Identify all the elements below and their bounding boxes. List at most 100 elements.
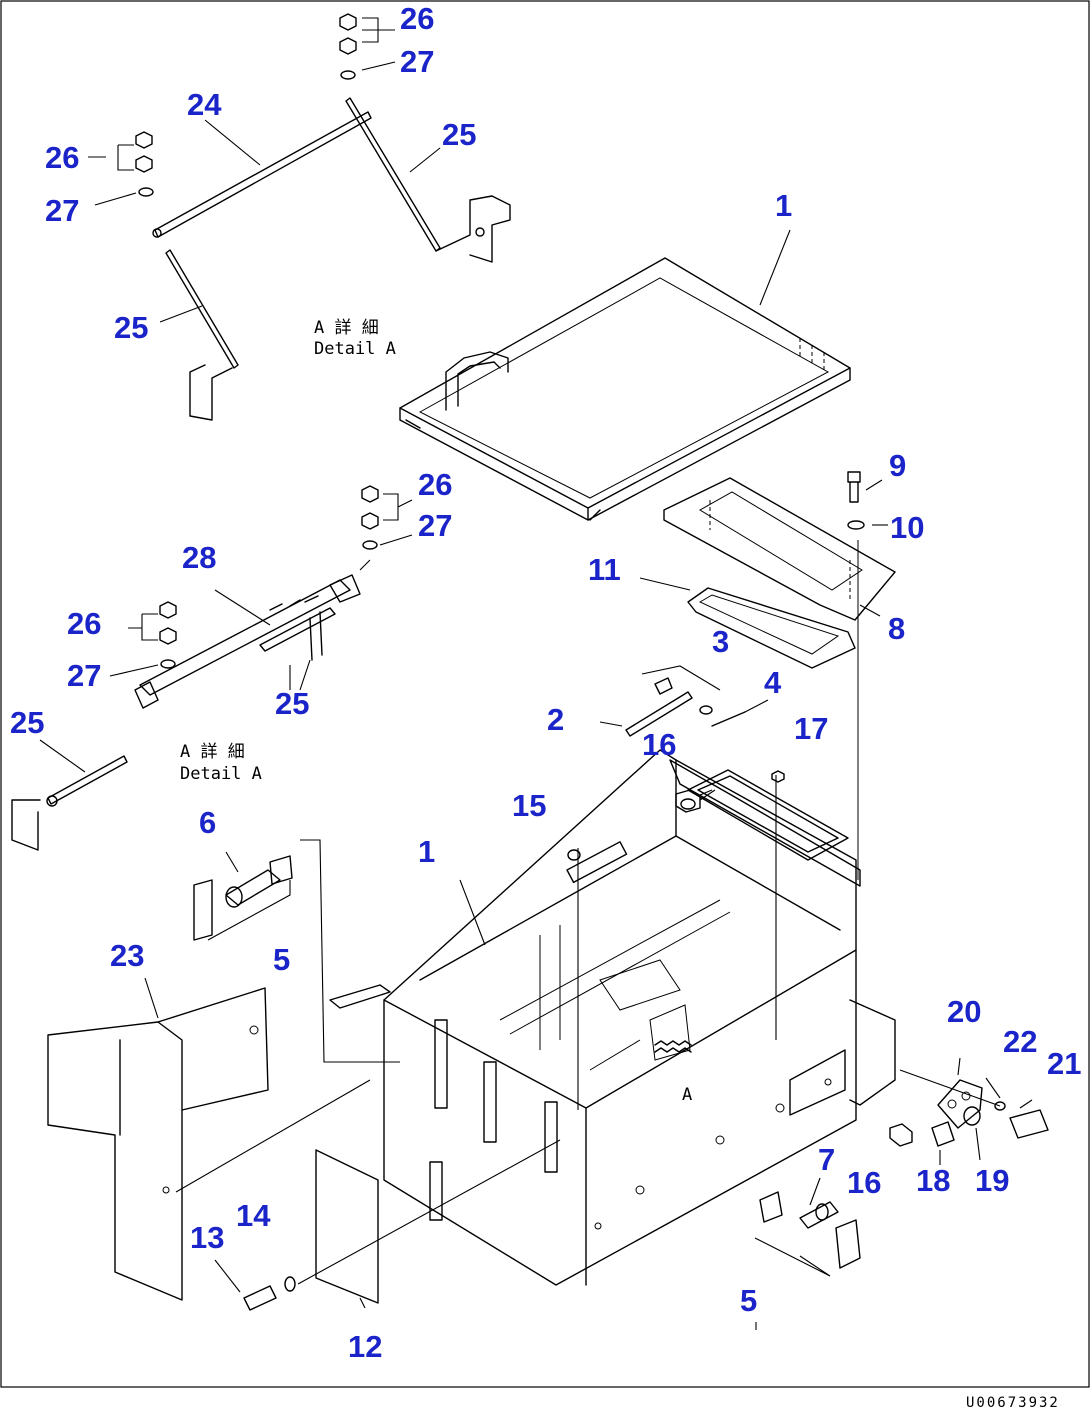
lid-handle bbox=[445, 351, 509, 411]
lock-plate bbox=[835, 1219, 861, 1269]
slot-3 bbox=[544, 1101, 558, 1173]
rod-24 bbox=[154, 111, 372, 238]
callout-16: 16 bbox=[642, 727, 676, 762]
part-3 bbox=[654, 677, 673, 695]
slot-4 bbox=[429, 1161, 443, 1221]
detail-label-top-jp: A 詳 細 bbox=[314, 318, 379, 338]
bushing-16-top bbox=[675, 789, 701, 813]
callout-18: 18 bbox=[916, 1163, 950, 1198]
small-parts-2-3-4 bbox=[599, 665, 769, 737]
washer-14 bbox=[284, 1276, 296, 1292]
nut-26-left-1 bbox=[135, 131, 153, 149]
rod-25-lower-left bbox=[165, 249, 239, 369]
detail-a-top-linkage bbox=[88, 13, 511, 421]
drawing-code: U00673932 bbox=[966, 1395, 1060, 1411]
cover-23 bbox=[47, 977, 371, 1301]
callout-26: 26 bbox=[418, 467, 452, 502]
callout-23: 23 bbox=[110, 938, 144, 973]
callout-1: 1 bbox=[418, 834, 435, 869]
callout-24: 24 bbox=[187, 87, 222, 122]
callout-27: 27 bbox=[45, 193, 79, 228]
bushing-16-bottom bbox=[889, 1123, 913, 1147]
plate-8 bbox=[663, 477, 896, 621]
part-4 bbox=[711, 711, 746, 727]
detail-label-middle-jp: A 詳 細 bbox=[180, 742, 245, 762]
callout-11: 11 bbox=[588, 552, 621, 587]
plate-8-seal-11 bbox=[639, 471, 896, 880]
bolt-9 bbox=[847, 471, 861, 503]
callout-7: 7 bbox=[818, 1142, 835, 1177]
slot-1 bbox=[434, 1019, 448, 1109]
slot-2 bbox=[483, 1061, 497, 1143]
callout-27: 27 bbox=[418, 508, 452, 543]
pin-7 bbox=[799, 1201, 839, 1229]
callout-labels: 26 27 24 25 26 27 25 1 26 27 28 9 10 11 … bbox=[10, 1, 1081, 1364]
callout-2: 2 bbox=[547, 702, 564, 737]
washer-27-top bbox=[340, 70, 356, 80]
bracket-far-left bbox=[11, 799, 41, 851]
detail-notes: A 詳 細 Detail A A 詳 細 Detail A bbox=[180, 318, 396, 784]
callout-25: 25 bbox=[10, 705, 44, 740]
latch-plate bbox=[193, 879, 213, 941]
callout-28: 28 bbox=[182, 540, 216, 575]
shaft-28 bbox=[139, 579, 351, 696]
callout-16: 16 bbox=[847, 1165, 881, 1200]
washer-27-mid-2 bbox=[160, 659, 176, 669]
bracket-upper-right bbox=[435, 195, 511, 263]
callout-26: 26 bbox=[45, 140, 79, 175]
bolt-13 bbox=[243, 1285, 277, 1311]
nut-26-top-1 bbox=[339, 13, 357, 31]
spring bbox=[654, 1040, 692, 1053]
plate-12 bbox=[315, 1149, 379, 1304]
bolt-21 bbox=[1009, 1109, 1049, 1139]
lid-part-1 bbox=[399, 229, 851, 521]
callout-9: 9 bbox=[889, 448, 906, 483]
nut-26-mid-4 bbox=[159, 627, 177, 645]
callout-5: 5 bbox=[740, 1283, 757, 1318]
callout-1: 1 bbox=[775, 188, 792, 223]
plate-12-bolts bbox=[214, 1139, 561, 1311]
detail-label-middle-en: Detail A bbox=[180, 764, 262, 784]
nut-26-left-2 bbox=[135, 155, 153, 173]
callout-27: 27 bbox=[400, 44, 434, 79]
lock-parts-left bbox=[193, 839, 400, 1063]
nut-17 bbox=[771, 770, 785, 783]
lever-25 bbox=[259, 607, 336, 652]
callout-25: 25 bbox=[442, 117, 476, 152]
callout-8: 8 bbox=[888, 611, 905, 646]
callout-22: 22 bbox=[1003, 1024, 1037, 1059]
callout-21: 21 bbox=[1047, 1046, 1081, 1081]
callout-14: 14 bbox=[236, 1198, 271, 1233]
callout-26: 26 bbox=[67, 606, 101, 641]
seal-11 bbox=[687, 587, 856, 669]
callout-12: 12 bbox=[348, 1329, 382, 1364]
callout-25: 25 bbox=[114, 310, 148, 345]
hardware-right bbox=[567, 770, 1049, 1330]
callout-10: 10 bbox=[890, 510, 924, 545]
callout-26: 26 bbox=[400, 1, 434, 36]
callout-15: 15 bbox=[512, 788, 546, 823]
bracket-lower-left bbox=[189, 364, 233, 421]
callout-6: 6 bbox=[199, 805, 216, 840]
callout-13: 13 bbox=[190, 1220, 224, 1255]
block-18 bbox=[931, 1121, 955, 1147]
detail-label-top-en: Detail A bbox=[314, 339, 396, 359]
washer-22 bbox=[994, 1101, 1006, 1111]
callout-4: 4 bbox=[764, 665, 782, 700]
latch-20 bbox=[937, 1079, 983, 1129]
box-body-part-1: A bbox=[383, 749, 896, 1286]
nut-26-mid-3 bbox=[159, 601, 177, 619]
washer-10 bbox=[847, 520, 865, 530]
nut-26-top-2 bbox=[339, 37, 357, 55]
grommet-15 bbox=[567, 849, 581, 861]
callout-17: 17 bbox=[794, 711, 828, 746]
part-3b bbox=[699, 705, 713, 715]
washer-19 bbox=[963, 1106, 981, 1126]
washer-27-mid bbox=[362, 540, 378, 550]
callout-27: 27 bbox=[67, 658, 101, 693]
rod-25-upper-right bbox=[345, 97, 441, 252]
rod-25-far-left bbox=[47, 755, 128, 805]
latch-6 bbox=[225, 869, 281, 906]
